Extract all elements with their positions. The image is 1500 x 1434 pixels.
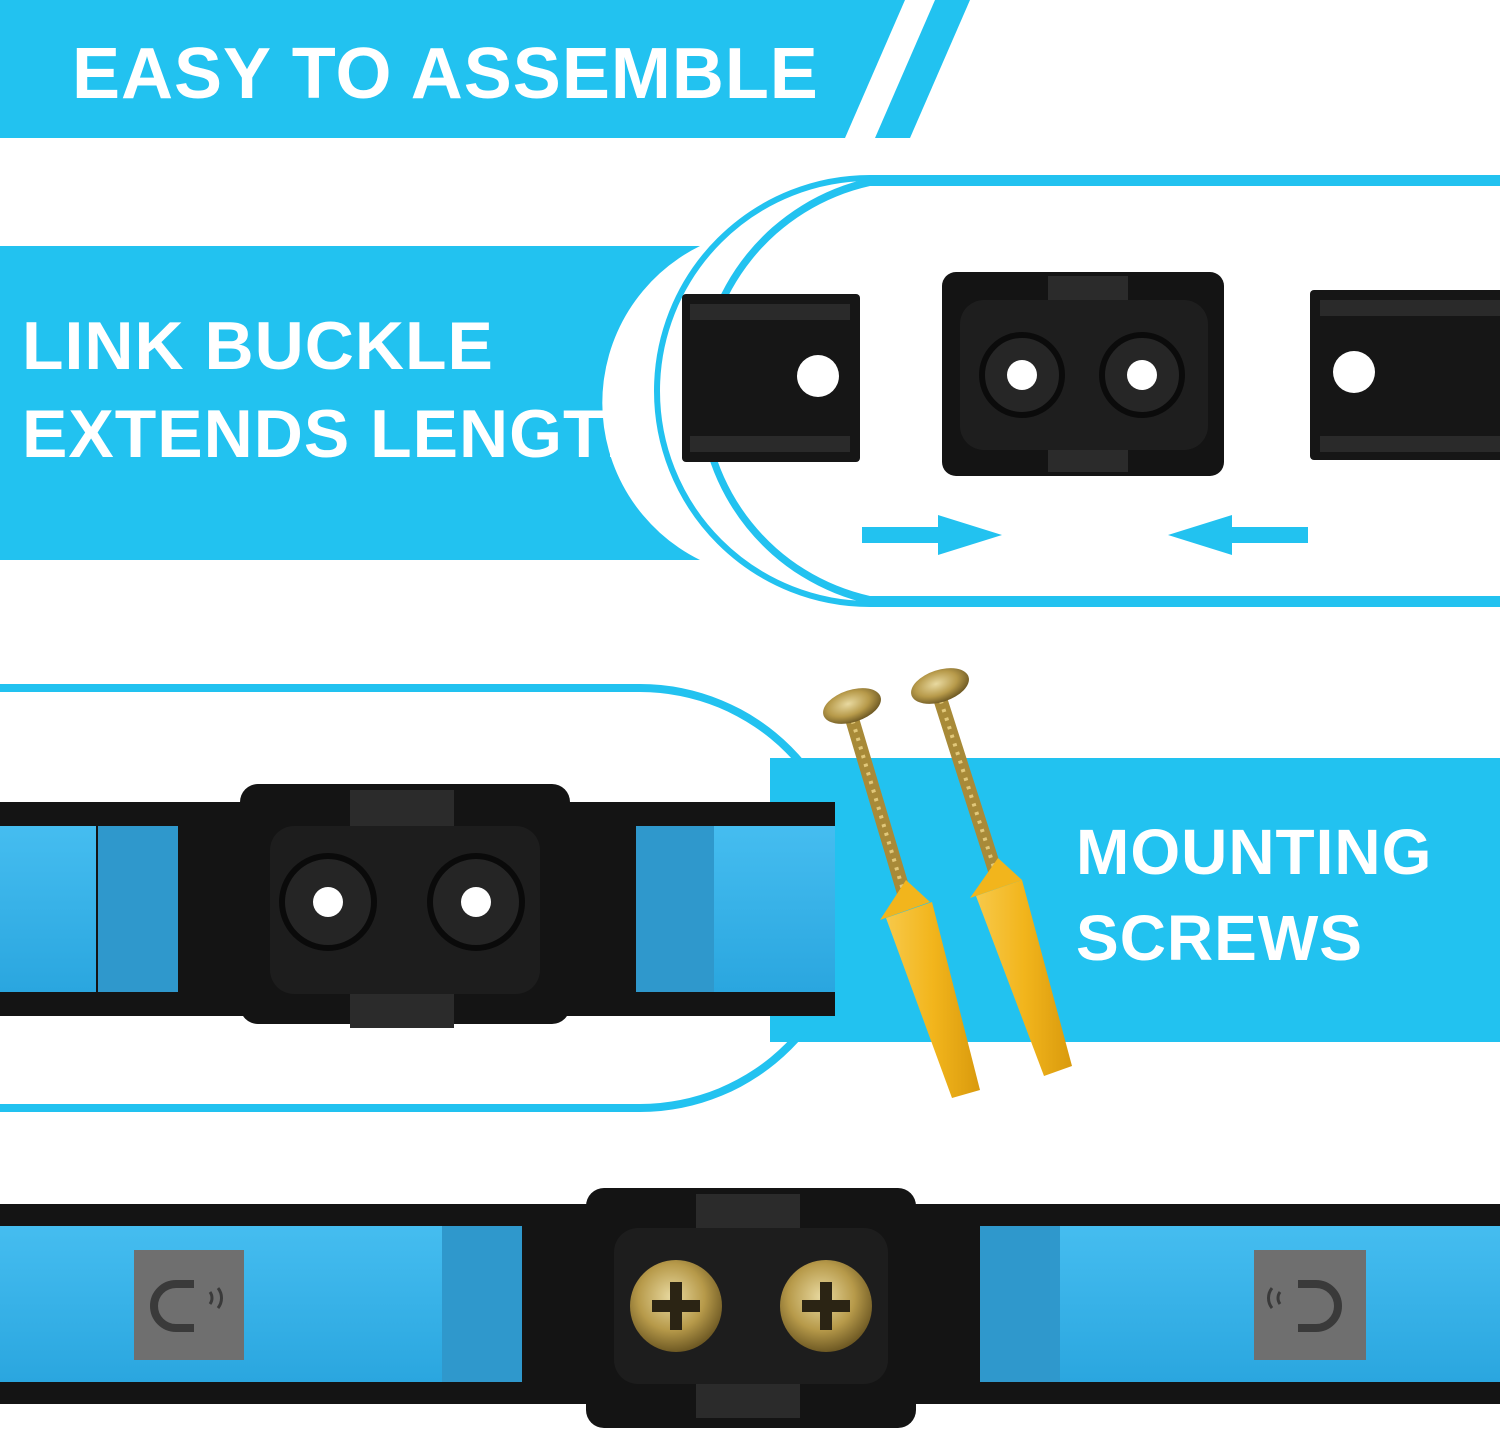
link-buckle-heading-line2: EXTENDS LENGTH [22, 396, 656, 472]
magnet-icon [134, 1250, 244, 1360]
screw-left [823, 688, 913, 907]
top-banner [0, 0, 970, 138]
magnet-icon [1254, 1250, 1366, 1360]
mounting-heading-line2: SCREWS [1076, 902, 1363, 974]
link-buckle-band [0, 175, 1500, 607]
arrow-left-icon [1168, 515, 1308, 555]
phillips-screw-icon [630, 1260, 722, 1352]
link-buckle [942, 272, 1224, 476]
wall-plug-icon [970, 858, 1072, 1076]
rail-end-left [682, 294, 860, 462]
mounting-band [0, 684, 1500, 1112]
assembled-rail-middle [0, 784, 835, 1028]
mounting-heading-line1: MOUNTING [1076, 816, 1433, 888]
screw-right [911, 668, 1005, 887]
link-buckle-heading-line1: LINK BUCKLE [22, 308, 494, 384]
wall-plug-icon [880, 880, 980, 1098]
arrow-right-icon [862, 515, 1002, 555]
rail-end-right [1310, 290, 1500, 460]
banner-title: EASY TO ASSEMBLE [72, 34, 819, 114]
phillips-screw-icon [780, 1260, 872, 1352]
